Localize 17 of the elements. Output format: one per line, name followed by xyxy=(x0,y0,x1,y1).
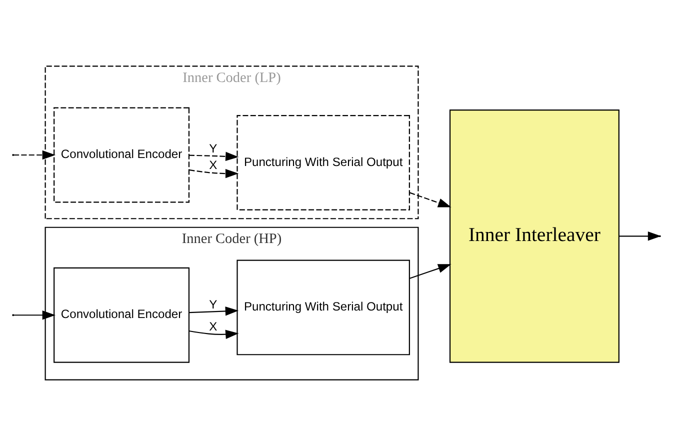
arrow xyxy=(189,306,239,316)
edge-label: X xyxy=(209,318,218,333)
edge-label: Y xyxy=(209,296,218,311)
arrow xyxy=(14,310,56,320)
arrow xyxy=(189,168,239,178)
arrow xyxy=(410,192,452,207)
node-box: Convolutional Encoder xyxy=(54,106,190,202)
node-box: Puncturing With Serial Output xyxy=(236,259,410,355)
arrow xyxy=(188,151,239,161)
edge-label: X xyxy=(209,158,218,172)
arrow xyxy=(410,264,452,278)
arrow xyxy=(14,150,56,160)
node-box: Inner Interleaver xyxy=(449,108,620,362)
node-box: Puncturing With Serial Output xyxy=(236,114,410,210)
edge-label: Y xyxy=(209,141,218,156)
arrow xyxy=(189,329,239,338)
node-box: Convolutional Encoder xyxy=(54,266,190,362)
